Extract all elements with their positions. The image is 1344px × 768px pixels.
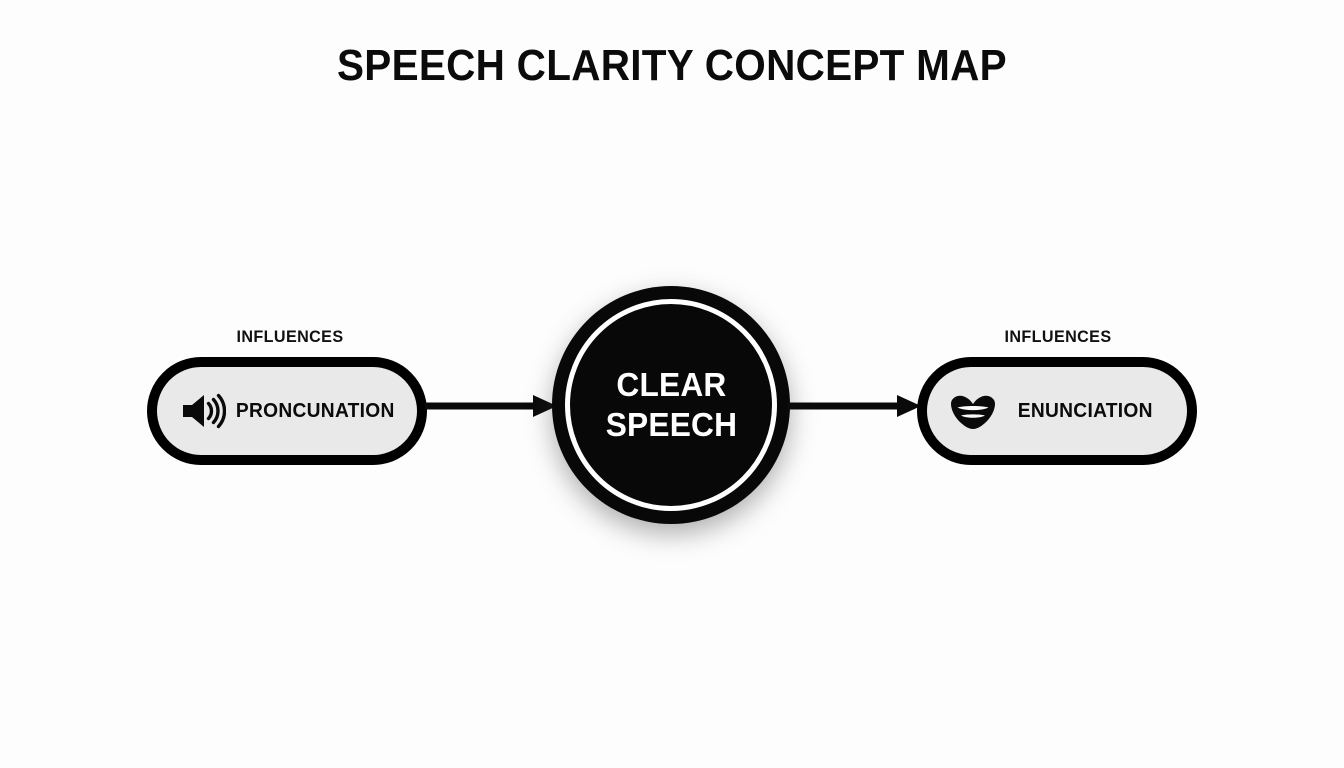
center-label-line-1: CLEAR xyxy=(615,366,727,403)
center-label-line-2: SPEECH xyxy=(605,406,737,443)
page-title: SPEECH CLARITY CONCEPT MAP xyxy=(337,41,1007,90)
speaker-volume-icon xyxy=(179,387,227,435)
lips-mouth-icon xyxy=(949,387,997,435)
arrow-pronunciation-to-clear-speech xyxy=(425,393,557,419)
node-clear-speech[interactable]: CLEAR SPEECH xyxy=(552,286,790,524)
edge-label-right: INFLUENCES xyxy=(1004,327,1112,346)
node-label-clear-speech: CLEAR SPEECH xyxy=(605,365,736,445)
node-label-pronunciation: PRONCUNATION xyxy=(235,400,395,422)
arrow-clear-speech-to-enunciation xyxy=(787,393,921,419)
node-pronunciation[interactable]: PRONCUNATION xyxy=(147,357,427,465)
node-enunciation[interactable]: ENUNCIATION xyxy=(917,357,1197,465)
node-label-enunciation: ENUNCIATION xyxy=(1017,400,1153,422)
edge-label-left: INFLUENCES xyxy=(236,327,344,346)
